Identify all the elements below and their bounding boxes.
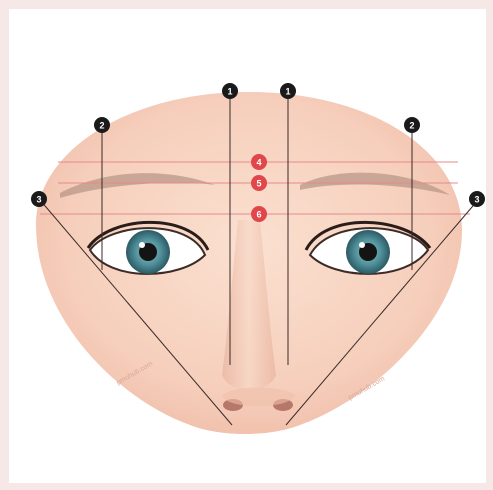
svg-text:3: 3	[474, 195, 479, 205]
marker-6: 6	[251, 206, 267, 222]
marker-1-right: 1	[280, 83, 296, 99]
svg-text:4: 4	[256, 158, 261, 168]
marker-3-right: 3	[469, 191, 485, 207]
marker-1-left: 1	[222, 83, 238, 99]
marker-2-left: 2	[94, 117, 110, 133]
svg-text:2: 2	[99, 121, 104, 131]
marker-5: 5	[251, 175, 267, 191]
marker-4: 4	[251, 154, 267, 170]
svg-text:2: 2	[409, 121, 414, 131]
svg-text:1: 1	[285, 87, 290, 97]
svg-text:5: 5	[256, 179, 261, 189]
marker-2-right: 2	[404, 117, 420, 133]
svg-text:3: 3	[36, 195, 41, 205]
svg-text:6: 6	[256, 210, 261, 220]
marker-3-left: 3	[31, 191, 47, 207]
svg-text:1: 1	[227, 87, 232, 97]
